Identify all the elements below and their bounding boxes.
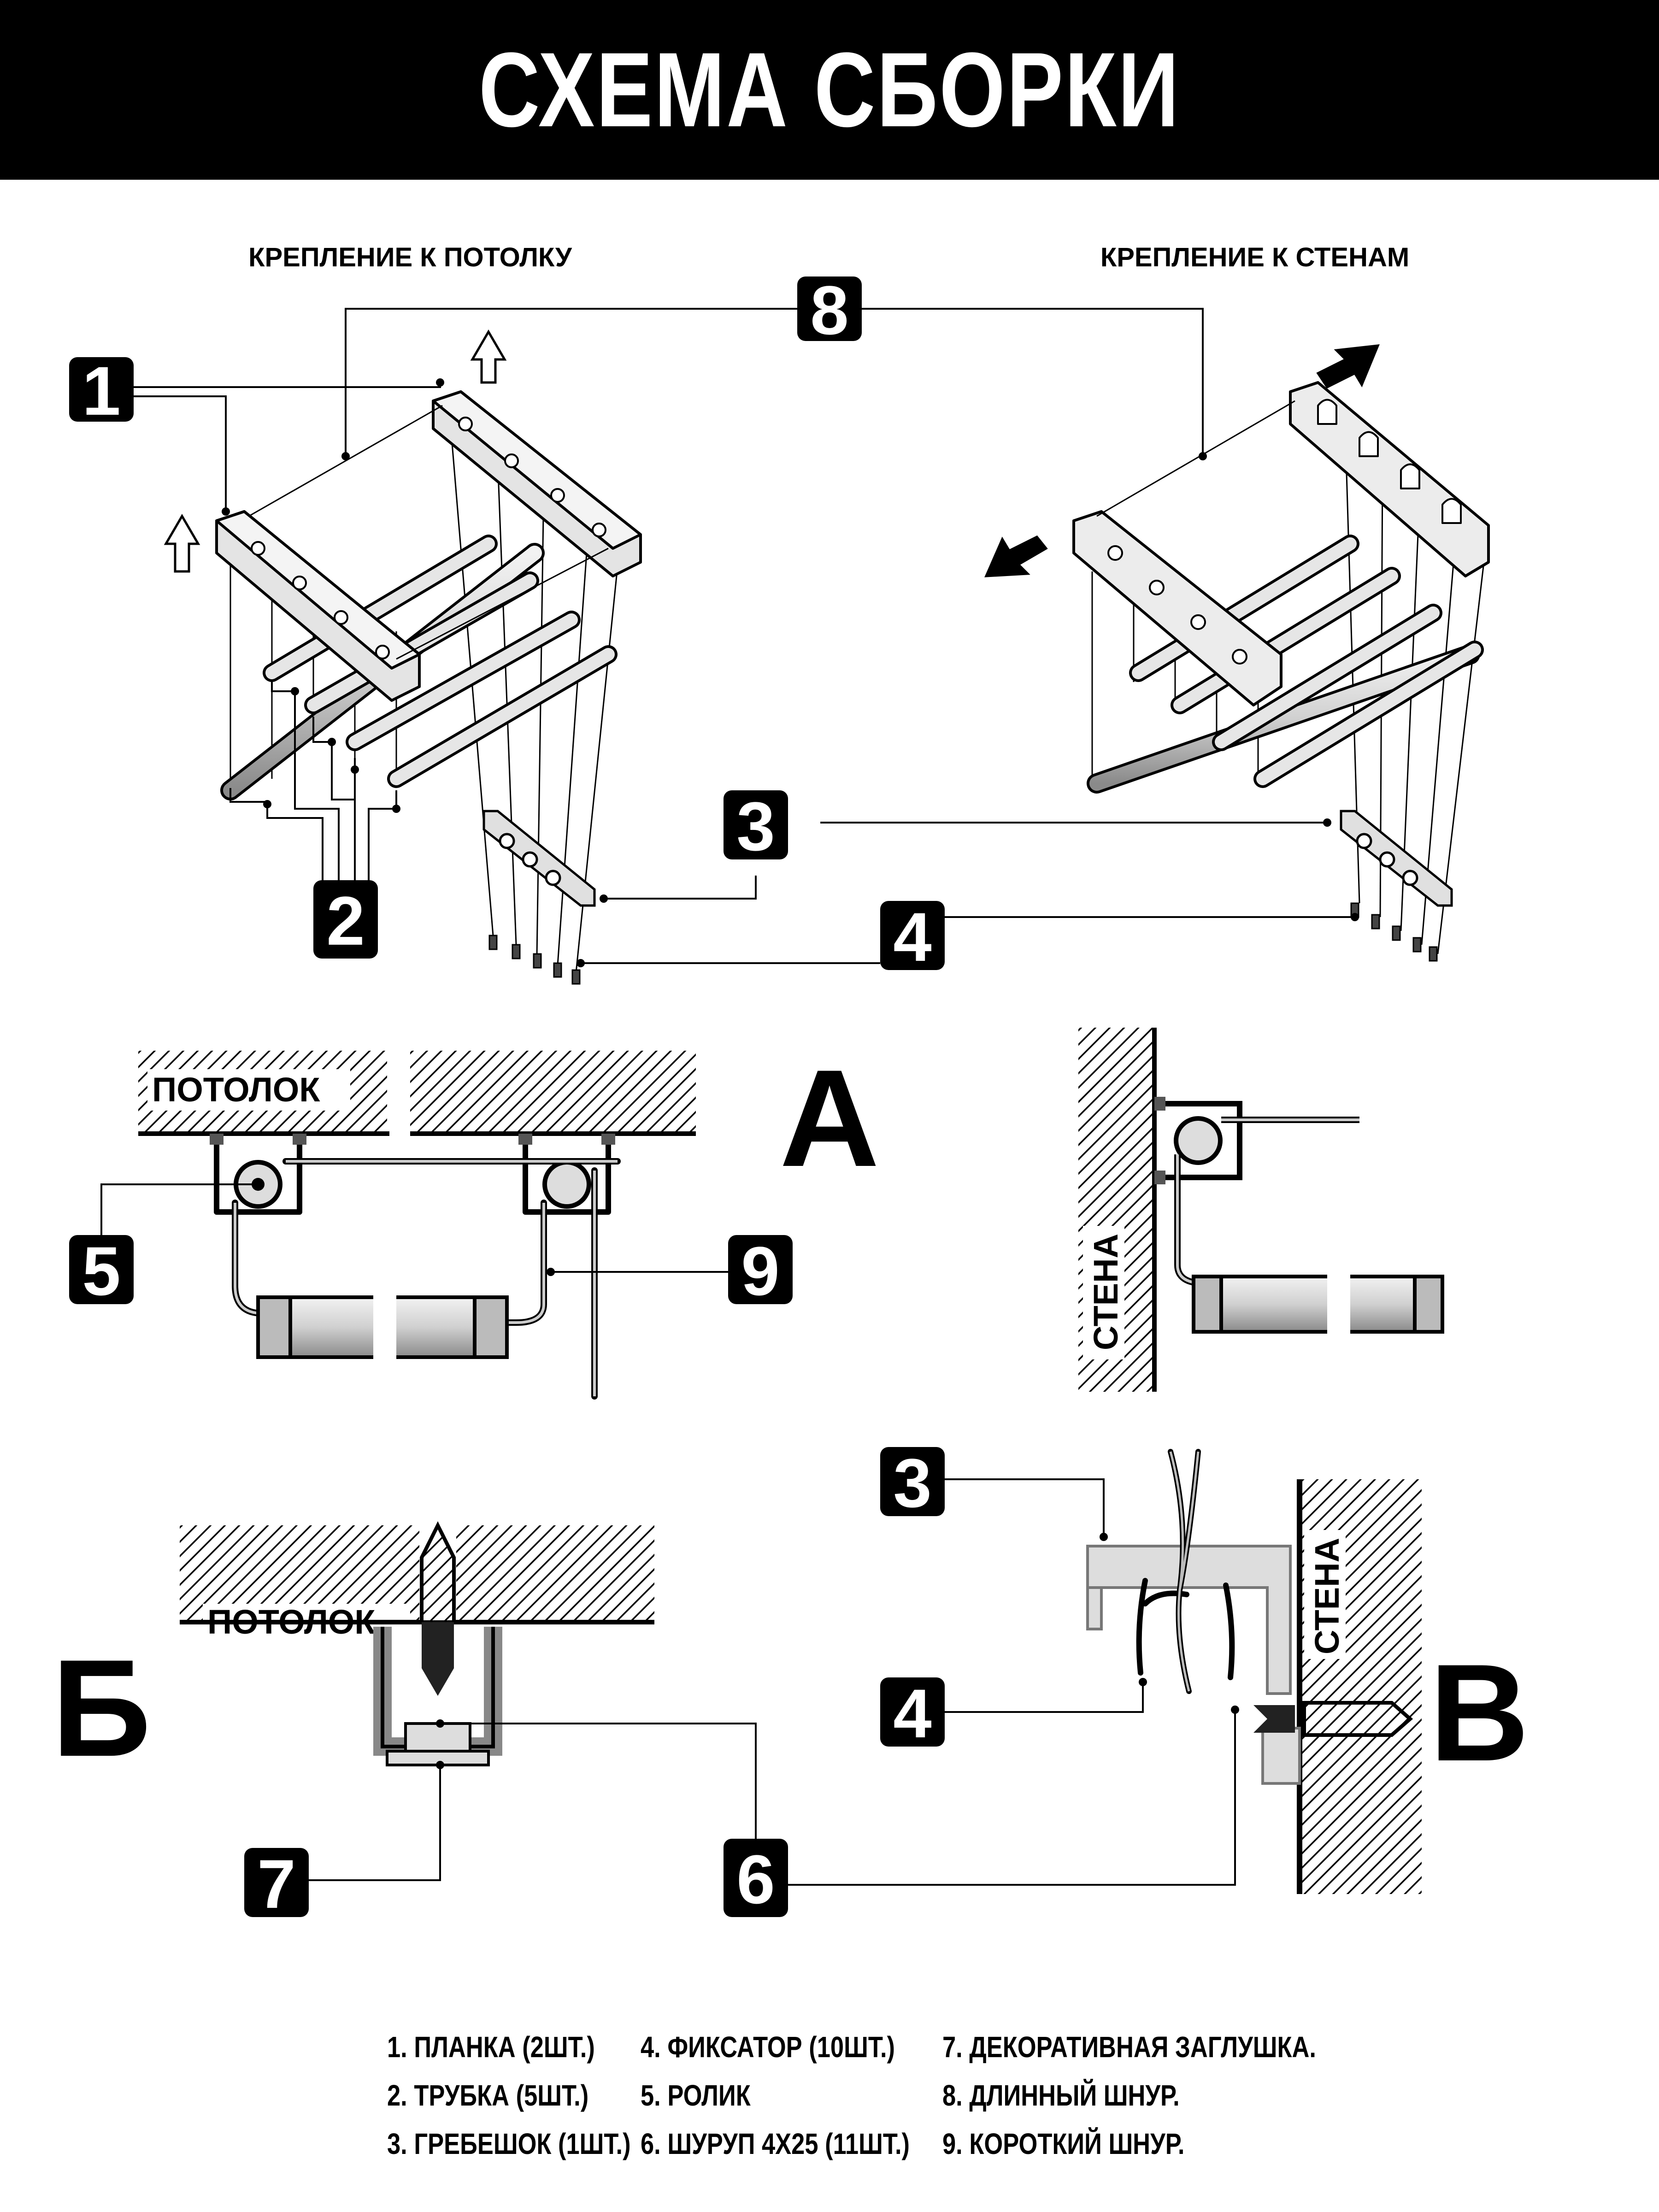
- svg-text:6: 6: [736, 1841, 775, 1918]
- comb-wall: [1340, 810, 1453, 962]
- svg-text:4: 4: [893, 1675, 931, 1752]
- detail-letter-a: А: [780, 1041, 880, 1195]
- header-bar: СХЕМА СБОРКИ: [0, 0, 1659, 180]
- badge-3: 3: [724, 788, 788, 865]
- svg-text:9: 9: [741, 1232, 779, 1310]
- badge-8: 8: [797, 271, 862, 349]
- badge-4-detail: 4: [880, 1675, 945, 1752]
- wall-dryer-assembly: [1072, 381, 1490, 954]
- comb-ceiling: [482, 810, 596, 985]
- svg-text:2: 2: [326, 882, 365, 959]
- svg-text:3: 3: [893, 1444, 931, 1522]
- badge-3-detail: 3: [880, 1444, 945, 1522]
- badge-5: 5: [69, 1232, 134, 1310]
- badge-6: 6: [724, 1839, 788, 1918]
- detail-v-wall: СТЕНА В: [1086, 1449, 1530, 1894]
- detail-a-ceiling: ПОТОЛОК А: [138, 1041, 880, 1400]
- svg-text:4: 4: [893, 898, 931, 976]
- arrow-up-icon: [164, 514, 200, 573]
- ceiling-label-a: ПОТОЛОК: [152, 1071, 320, 1109]
- badge-1: 1: [69, 352, 134, 429]
- badge-9: 9: [728, 1232, 793, 1310]
- arrow-up-icon: [470, 329, 507, 384]
- page-title: СХЕМА СБОРКИ: [478, 30, 1181, 149]
- wall-label-v: СТЕНА: [1308, 1538, 1346, 1654]
- detail-letter-v: В: [1430, 1635, 1530, 1790]
- svg-text:5: 5: [82, 1232, 120, 1310]
- ceiling-dryer-assembly: [215, 390, 642, 973]
- svg-text:7: 7: [257, 1845, 295, 1923]
- svg-text:1: 1: [82, 352, 120, 429]
- detail-letter-b: Б: [52, 1630, 151, 1785]
- assembly-diagram: КРЕПЛЕНИЕ К ПОТОЛКУ КРЕПЛЕНИЕ К СТЕНАМ: [52, 242, 1530, 1923]
- wall-label-a: СТЕНА: [1087, 1234, 1125, 1350]
- detail-a-wall: СТЕНА: [1078, 1028, 1444, 1392]
- badge-7: 7: [244, 1845, 309, 1923]
- badge-2: 2: [313, 880, 378, 959]
- caption-ceiling-mount: КРЕПЛЕНИЕ К ПОТОЛКУ: [248, 242, 572, 272]
- svg-text:8: 8: [810, 271, 848, 349]
- caption-wall-mount: КРЕПЛЕНИЕ К СТЕНАМ: [1100, 242, 1409, 272]
- badge-4: 4: [880, 898, 945, 976]
- arrow-diagonal-icon: [984, 535, 1048, 577]
- arrow-diagonal-icon: [1316, 344, 1380, 389]
- svg-text:3: 3: [736, 788, 775, 865]
- detail-b-ceiling: ПОТОЛОК Б: [52, 1521, 654, 1785]
